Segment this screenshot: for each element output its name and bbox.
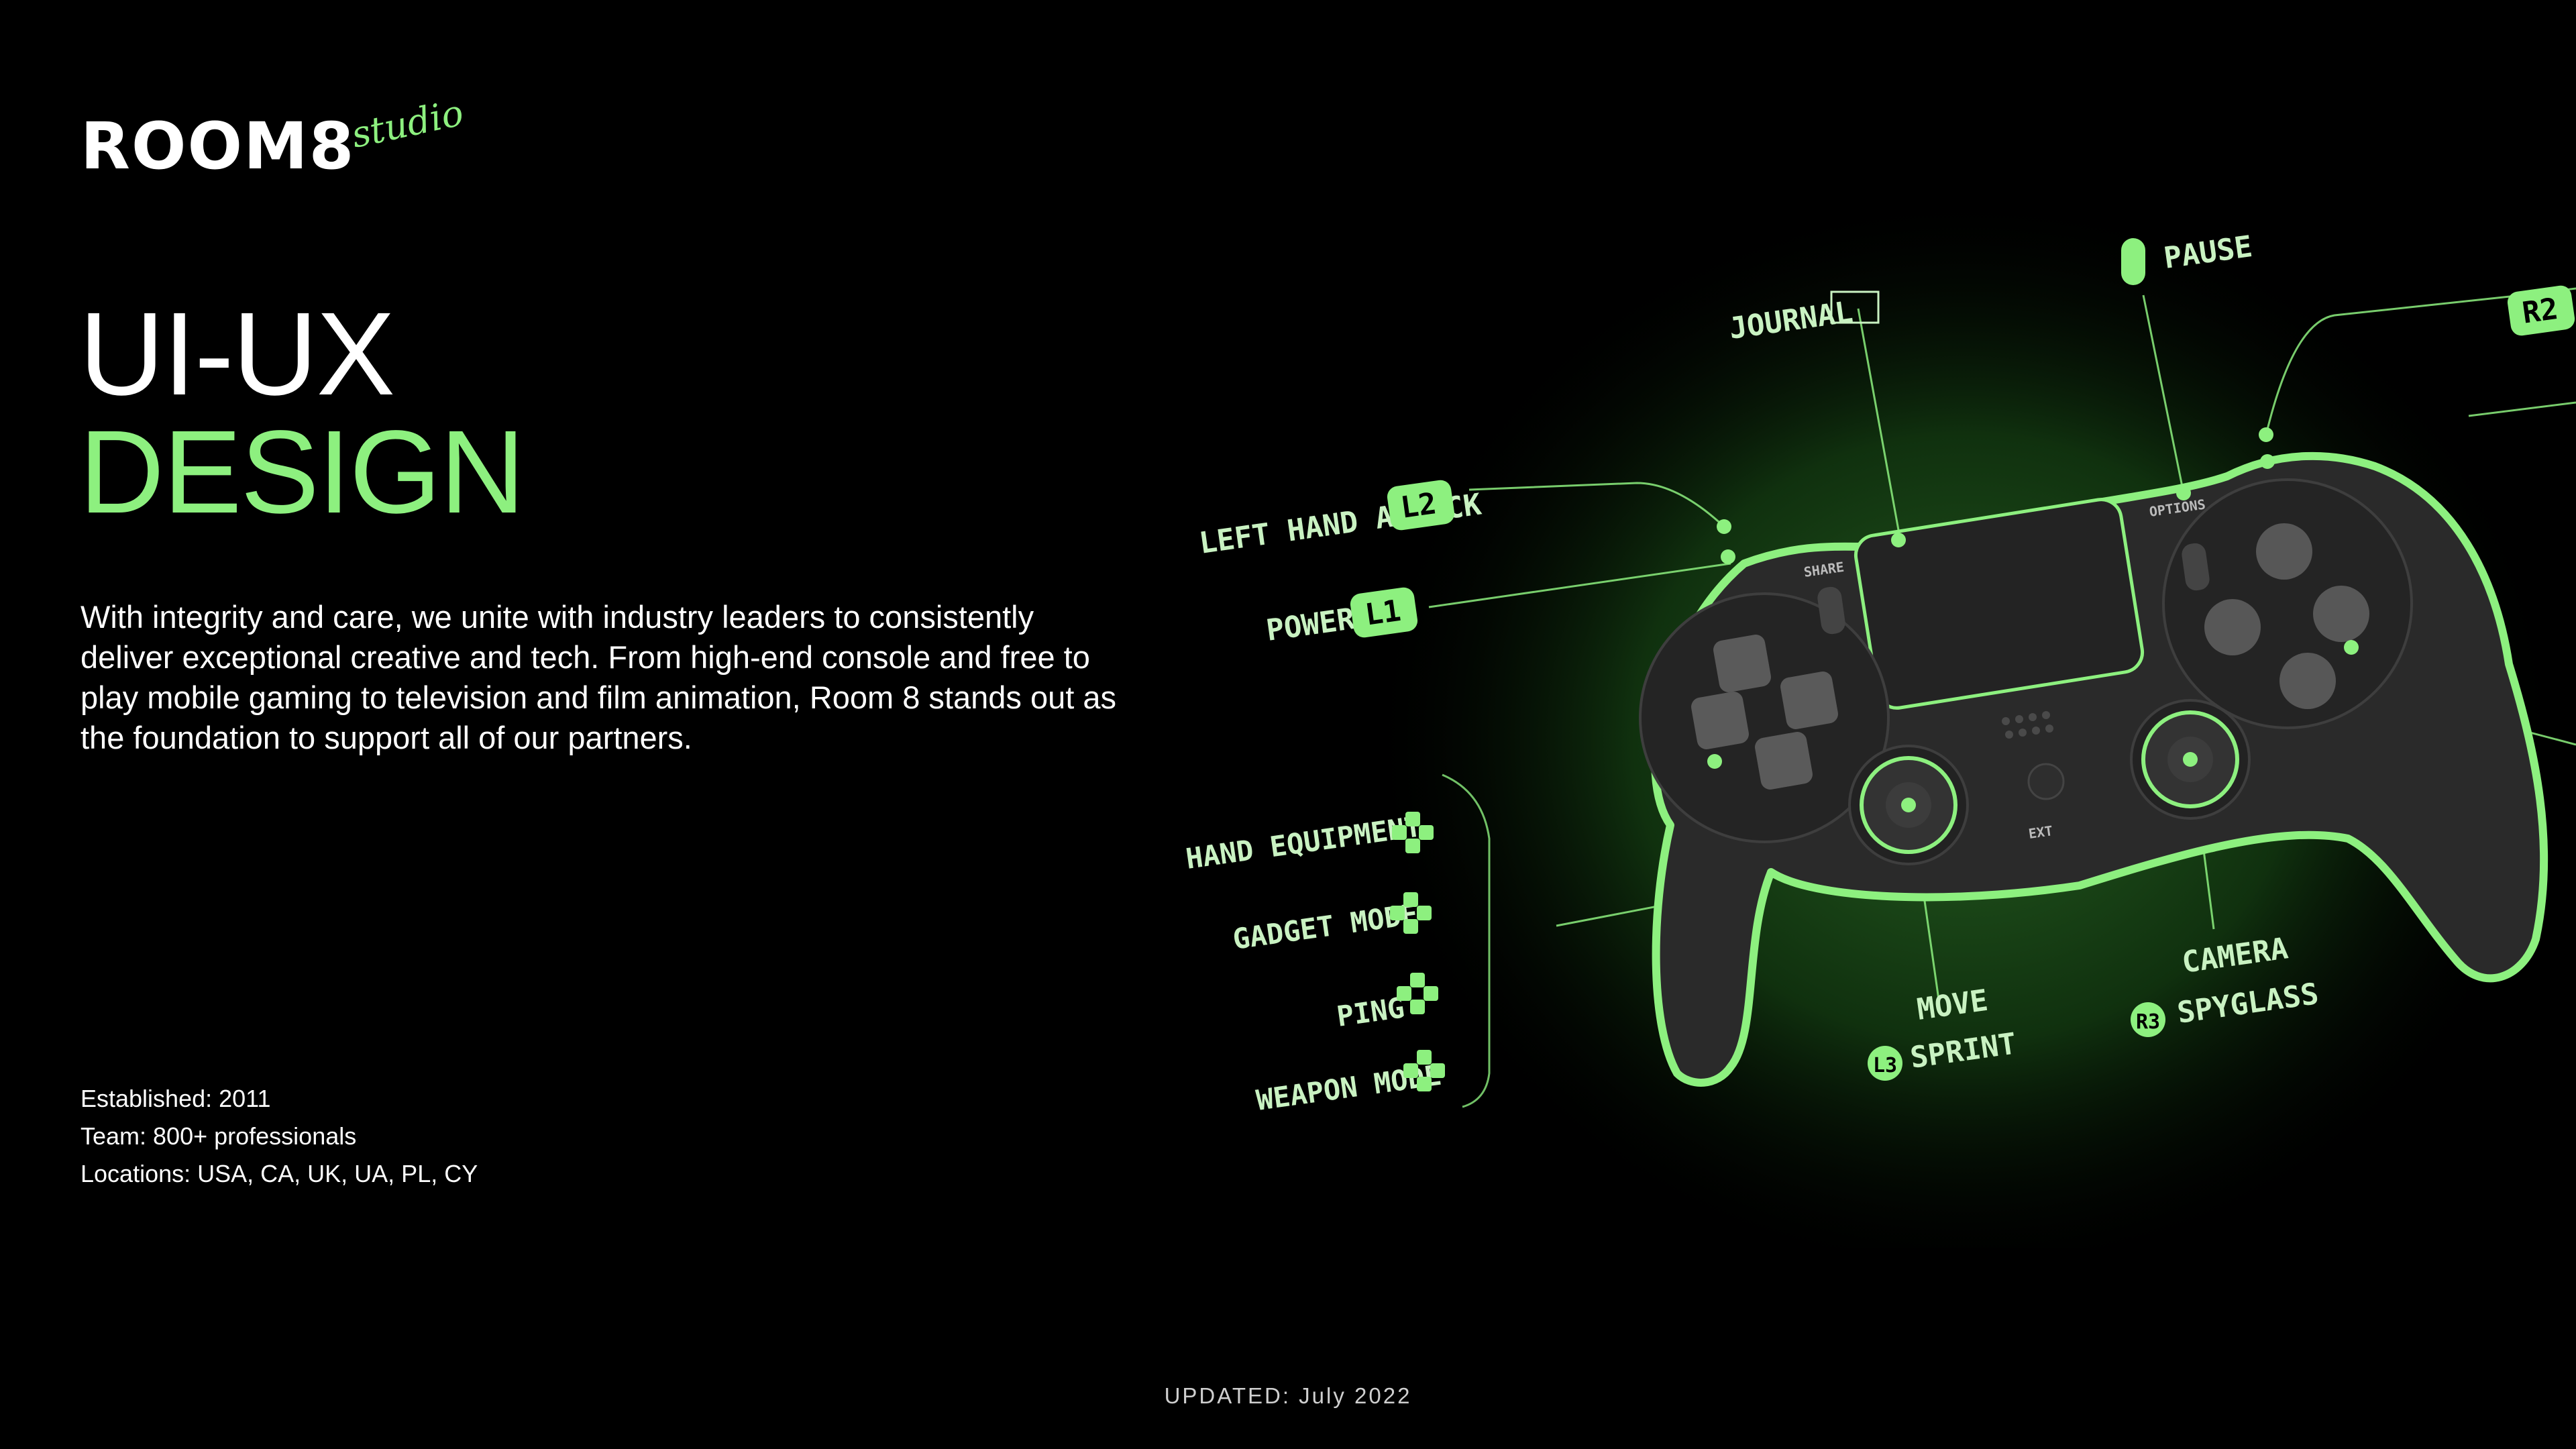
- page-title: UI-UX DESIGN: [79, 288, 525, 538]
- touchpad: [1854, 498, 2145, 710]
- dpad-mini-icons: [1390, 812, 1445, 1091]
- home-button: [2027, 763, 2065, 800]
- fact-team: Team: 800+ professionals: [80, 1122, 357, 1150]
- controller-svg: JOURNAL PAUSE R2 LEFT HAND ATTACK L2 POW…: [1184, 201, 2576, 1248]
- options-button: [2182, 543, 2210, 591]
- title-line-2: DESIGN: [79, 407, 525, 538]
- label-l1: L1: [1363, 594, 1403, 633]
- label-ping: PING: [1335, 991, 1407, 1033]
- face-buttons: [2204, 523, 2369, 709]
- share-button: [1817, 586, 1845, 635]
- label-l2: L2: [1399, 486, 1439, 525]
- dpad-bracket: [1442, 773, 1491, 1108]
- l3-badge: [1868, 1046, 1902, 1081]
- pause-icon: [2121, 238, 2145, 285]
- label-power: POWER: [1264, 602, 1357, 648]
- description-text: With integrity and care, we unite with i…: [80, 599, 1116, 755]
- label-r2: R2: [2520, 292, 2561, 331]
- updated-date: UPDATED: July 2022: [1164, 1383, 1412, 1408]
- label-ext: EXT: [2027, 822, 2053, 842]
- brand-sub: studio: [347, 91, 468, 156]
- brand-name: ROOM8: [80, 109, 356, 184]
- fact-locations: Locations: USA, CA, UK, UA, PL, CY: [80, 1160, 478, 1187]
- l2-badge: [1387, 480, 1455, 531]
- face-buttons-well: [2162, 478, 2413, 729]
- callout-dots: [1707, 427, 2359, 812]
- label-r3: R3: [2136, 1010, 2160, 1034]
- controller-illustration: JOURNAL PAUSE R2 LEFT HAND ATTACK L2 POW…: [1140, 201, 2576, 1248]
- r2-badge: [2507, 285, 2575, 336]
- facts-list: Established: 2011 Team: 800+ professiona…: [80, 1080, 478, 1193]
- speaker-grille: [2002, 711, 2053, 739]
- l1-badge: [1350, 587, 1418, 638]
- title-line-1: UI-UX: [79, 288, 395, 420]
- dpad-icon: [1691, 635, 1838, 790]
- fact-established: Established: 2011: [80, 1085, 271, 1112]
- label-l3: L3: [1873, 1054, 1897, 1077]
- journal-icon: [1830, 290, 1880, 324]
- r3-badge: [2131, 1002, 2165, 1037]
- brand-logo: ROOM8 studio: [80, 91, 468, 184]
- dpad-well: [1639, 592, 1890, 843]
